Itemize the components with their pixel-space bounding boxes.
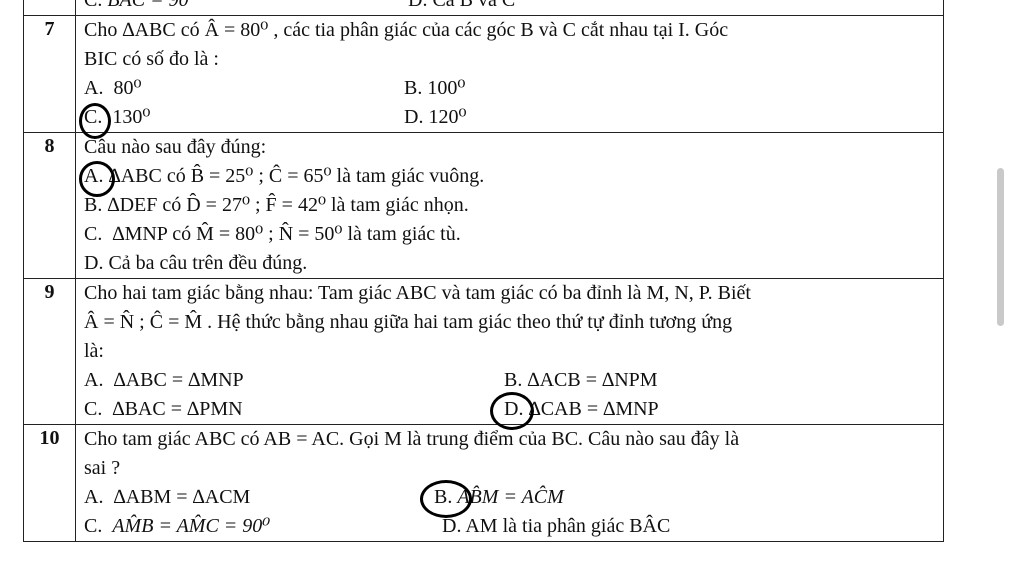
question-number: 7 — [23, 15, 76, 133]
question-text: Cho ∆ABC có Â = 80⁰ , các tia phân giác … — [84, 19, 729, 41]
vertical-scrollbar[interactable] — [997, 168, 1004, 326]
question-number: 10 — [23, 424, 76, 542]
option-d: D. ∆CAB = ∆MNP — [490, 392, 659, 430]
option-c: C. BAC = 90 — [84, 0, 189, 11]
question-number — [23, 0, 76, 16]
question-text: Cho hai tam giác bằng nhau: Tam giác ABC… — [84, 282, 751, 304]
question-content: Cho ∆ABC có Â = 80⁰ , các tia phân giác … — [75, 15, 944, 139]
question-row-10: 10 Cho tam giác ABC có AB = AC. Gọi M là… — [23, 424, 944, 542]
question-text: Â = N̂ ; Ĉ = M̂ . Hệ thức bằng nhau giữa… — [84, 311, 733, 333]
option-b: B. ∆DEF có D̂ = 27⁰ ; F̂ = 42⁰ là tam gi… — [84, 194, 469, 216]
quiz-table: C. BAC = 90 D. Cả B và C 7 Cho ∆ABC có Â… — [23, 0, 944, 542]
option-d: D. AM là tia phân giác BÂC — [442, 515, 671, 537]
question-number: 9 — [23, 278, 76, 425]
question-row-9: 9 Cho hai tam giác bằng nhau: Tam giác A… — [23, 278, 944, 430]
question-row-6: C. BAC = 90 D. Cả B và C — [23, 0, 944, 16]
question-text: Câu nào sau đây đúng: — [84, 136, 267, 158]
question-text: là: — [84, 340, 104, 362]
question-text: BIC có số đo là : — [84, 48, 219, 70]
question-row-7: 7 Cho ∆ABC có Â = 80⁰ , các tia phân giá… — [23, 15, 944, 139]
option-c: C. 130⁰ — [79, 103, 404, 139]
question-text: Cho tam giác ABC có AB = AC. Gọi M là tr… — [84, 428, 740, 450]
question-number: 8 — [23, 132, 76, 279]
question-content: Cho tam giác ABC có AB = AC. Gọi M là tr… — [75, 424, 944, 542]
option-d: D. Cả B và C — [408, 0, 516, 11]
option-d: D. Cả ba câu trên đều đúng. — [84, 252, 308, 274]
question-row-8: 8 Câu nào sau đây đúng: A. ∆ABC có B̂ = … — [23, 132, 944, 279]
option-b: B. ∆ACB = ∆NPM — [504, 369, 658, 391]
question-content: Câu nào sau đây đúng: A. ∆ABC có B̂ = 25… — [75, 132, 944, 279]
option-a: A. ∆ABM = ∆ACM — [84, 486, 251, 508]
question-content: C. BAC = 90 D. Cả B và C — [75, 0, 944, 16]
option-a: A. ∆ABC = ∆MNP — [84, 369, 244, 391]
option-d: D. 120⁰ — [404, 106, 467, 128]
option-a: A. 80⁰ — [84, 77, 142, 99]
question-text: sai ? — [84, 457, 121, 479]
option-b: B. AB̂M = AĈM — [420, 480, 564, 518]
option-c: C. ∆MNP có M̂ = 80⁰ ; N̂ = 50⁰ là tam gi… — [84, 223, 461, 245]
question-content: Cho hai tam giác bằng nhau: Tam giác ABC… — [75, 278, 944, 430]
option-c: C. ∆BAC = ∆PMN — [84, 398, 243, 420]
option-b: B. 100⁰ — [404, 77, 466, 99]
option-c: C. AM̂B = AM̂C = 90⁰ — [84, 515, 271, 537]
option-a: A. ∆ABC có B̂ = 25⁰ ; Ĉ = 65⁰ là tam giá… — [79, 161, 943, 197]
